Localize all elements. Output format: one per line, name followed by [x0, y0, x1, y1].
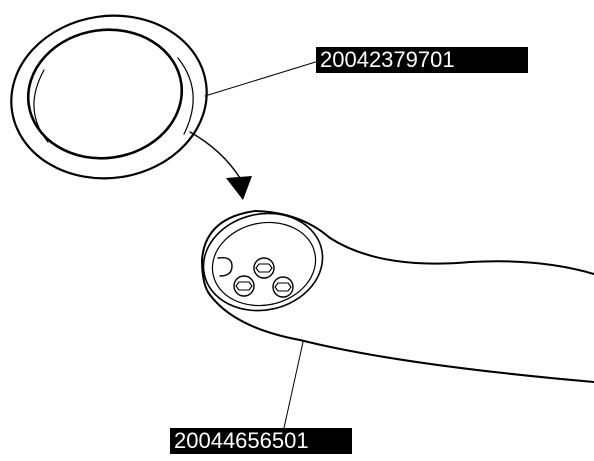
- ring-inner-edge: [26, 28, 184, 160]
- ring-bevel-left: [33, 69, 49, 143]
- screw-top: [253, 257, 275, 279]
- ring-outer-edge: [10, 14, 208, 180]
- arm-leader-line: [283, 341, 304, 429]
- arm-bottom-edge: [209, 294, 594, 383]
- socket-inner: [211, 221, 317, 307]
- screw-left: [233, 275, 255, 297]
- ring-leader-line: [204, 59, 323, 97]
- arm-top-edge: [254, 210, 594, 275]
- socket-notch: [217, 256, 233, 277]
- arm-part: [201, 210, 594, 383]
- assembly-arrow-shaft: [189, 131, 241, 179]
- ring-bevel-right: [177, 57, 194, 135]
- arm-part-number-label: 20044656501: [170, 428, 352, 454]
- ring-part: [10, 14, 208, 180]
- socket-outer: [202, 212, 324, 312]
- arm-end-cap: [201, 210, 256, 296]
- screw-right: [272, 276, 294, 298]
- ring-part-number-label: 20042379701: [316, 47, 528, 73]
- assembly-arrow-head: [226, 176, 252, 200]
